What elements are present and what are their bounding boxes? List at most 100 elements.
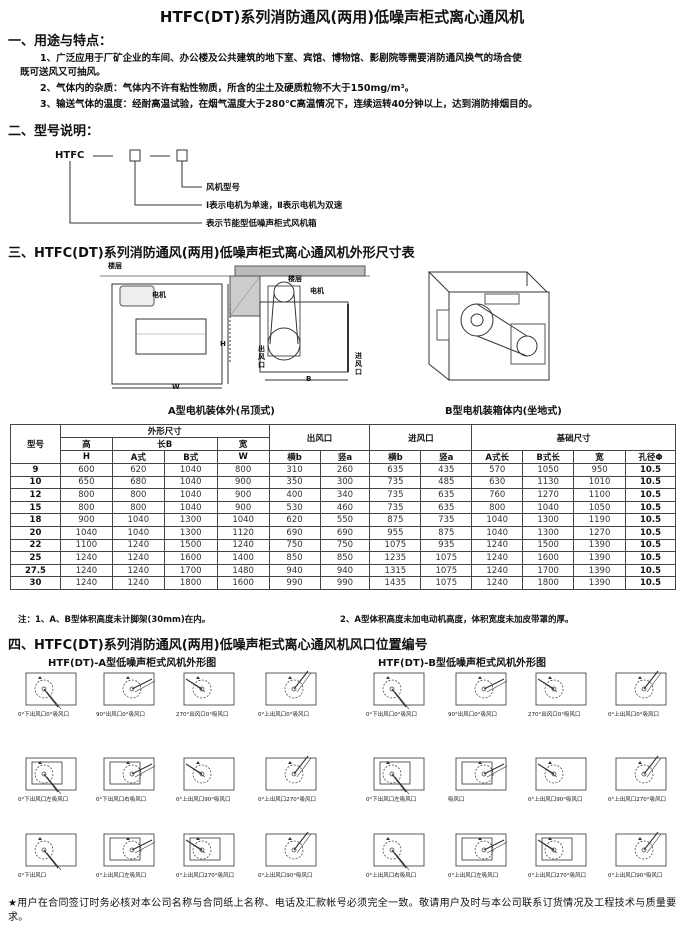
table-cell: 600 [59, 463, 113, 477]
fan-label-a-5: 0°下出风口左吸风口 [18, 797, 69, 803]
table-cell: 10.5 [625, 475, 676, 490]
table-cell: 10.5 [625, 551, 676, 565]
table-cell: 1010 [573, 475, 627, 490]
table-cell: 800 [216, 463, 270, 477]
table-cell: 550 [319, 513, 371, 527]
table-cell: 1040 [163, 463, 218, 477]
table-cell: 1390 [573, 563, 627, 578]
model-code: HTFC [55, 150, 85, 161]
table-cell: 750 [319, 538, 371, 553]
table-cell: 1500 [163, 538, 218, 553]
fan-diagram-b-1 [370, 667, 428, 710]
table-cell: 940 [319, 563, 371, 578]
table-cell: 1040 [163, 475, 218, 490]
fan-diagram-a-3 [180, 667, 238, 709]
table-cell: 1240 [111, 538, 165, 553]
table-cell: 1700 [522, 563, 575, 578]
header-outlet: 出风口 [268, 424, 371, 451]
sub-H: H [59, 450, 113, 464]
fan-label-a-7: 0°上出风口90°吸风口 [176, 797, 231, 803]
fan-label-a-2: 90°出风口0°吸风口 [96, 712, 145, 718]
model-annotation-2: Ⅰ表示电机为单速，Ⅱ表示电机为双速 [206, 201, 343, 211]
note-1: 注：1、A、B型体积高度未计脚架(30mm)在内。 [18, 615, 211, 625]
fan-label-b-11: 0°上出风口270°吸风口 [528, 873, 586, 879]
usage-paragraph-1b: 既可送风又可抽风。 [20, 67, 106, 78]
label-height: H [220, 340, 226, 348]
table-cell: 1240 [471, 563, 524, 578]
table-cell: 1075 [420, 551, 473, 565]
table-cell: 1500 [522, 538, 575, 553]
fan-diagram-a-5 [22, 752, 80, 795]
table-cell: 1100 [573, 488, 627, 502]
sub-in-a: 竖a [420, 450, 473, 464]
label-motor-a: 电机 [152, 291, 166, 299]
table-cell: 1270 [522, 488, 575, 502]
table-cell: 1040 [111, 525, 165, 540]
table-cell: 10.5 [625, 538, 676, 553]
header-width: 宽 [216, 437, 270, 451]
table-cell: 1240 [471, 551, 524, 565]
table-cell: 690 [319, 525, 371, 540]
fan-label-a-4: 0°上出风口0°吸风口 [258, 712, 309, 718]
table-cell: 735 [369, 488, 422, 502]
table-cell: 20 [10, 525, 61, 540]
table-cell: 1390 [573, 551, 627, 565]
table-cell: 9 [10, 463, 61, 477]
usage-paragraph-1a: 1、广泛应用于厂矿企业的车间、办公楼及公共建筑的地下室、宾馆、博物馆、影剧院等需… [40, 53, 522, 64]
table-cell: 1300 [522, 525, 575, 540]
table-cell: 900 [216, 488, 270, 502]
fan-label-a-1: 0°下出风口0°吸风口 [18, 712, 69, 718]
table-cell: 10.5 [625, 576, 676, 590]
table-cell: 1300 [163, 525, 218, 540]
table-cell: 800 [471, 500, 524, 515]
table-cell: 1075 [369, 538, 422, 553]
table-cell: 950 [573, 463, 627, 477]
table-cell: 620 [111, 463, 165, 477]
sub-A: A式 [111, 450, 165, 464]
section-1-heading: 一、用途与特点： [8, 34, 113, 49]
section-3-heading: 三、HTFC(DT)系列消防通风(两用)低噪声柜式离心通风机外形尺寸表 [8, 246, 415, 261]
fan-diagram-b-2 [452, 667, 510, 709]
usage-paragraph-2: 2、气体内的杂质：气体内不许有粘性物质，所含的尘土及硬质粒物不大于150mg/m… [40, 83, 415, 94]
table-cell: 900 [216, 500, 270, 515]
label-ceiling-a: 楼层 [108, 262, 122, 270]
model-annotation-1: 风机型号 [206, 183, 241, 193]
table-cell: 750 [268, 538, 321, 553]
fan-label-b-8: 0°上出风口270°吸风口 [608, 797, 666, 803]
table-cell: 1390 [573, 576, 627, 590]
fan-label-b-3: 270°出风口0°吸风口 [528, 712, 581, 718]
sub-b-long: B式长 [522, 450, 575, 464]
table-cell: 12 [10, 488, 61, 502]
table-cell: 1040 [111, 513, 165, 527]
table-cell: 10.5 [625, 563, 676, 578]
table-cell: 735 [369, 475, 422, 490]
fan-label-a-3: 270°出风口0°吸风口 [176, 712, 229, 718]
caption-type-b: B型电机装箱体内(坐地式) [445, 406, 562, 417]
label-ceiling-b: 楼层 [288, 275, 302, 283]
model-annotation-3: 表示节能型低噪声柜式风机箱 [206, 219, 317, 229]
fan-diagram-a-8 [262, 752, 320, 794]
label-width: W [172, 383, 180, 391]
label-length: B [306, 375, 312, 383]
table-cell: 1600 [522, 551, 575, 565]
table-cell: 1240 [111, 576, 165, 590]
table-cell: 1300 [163, 513, 218, 527]
table-cell: 1800 [163, 576, 218, 590]
table-cell: 800 [111, 488, 165, 502]
fan-diagram-b-3 [532, 667, 590, 709]
table-cell: 15 [10, 500, 61, 515]
table-cell: 800 [59, 500, 113, 515]
fan-diagram-a-2 [100, 667, 158, 709]
table-cell: 1435 [369, 576, 422, 590]
table-cell: 760 [471, 488, 524, 502]
table-cell: 1100 [59, 538, 113, 553]
table-cell: 1270 [573, 525, 627, 540]
table-cell: 10.5 [625, 463, 676, 477]
fan-label-a-6: 0°下出风口右吸风口 [96, 797, 147, 803]
table-cell: 735 [369, 500, 422, 515]
fan-diagram-b-6 [452, 752, 510, 794]
table-cell: 635 [369, 463, 422, 477]
table-cell: 620 [268, 513, 321, 527]
